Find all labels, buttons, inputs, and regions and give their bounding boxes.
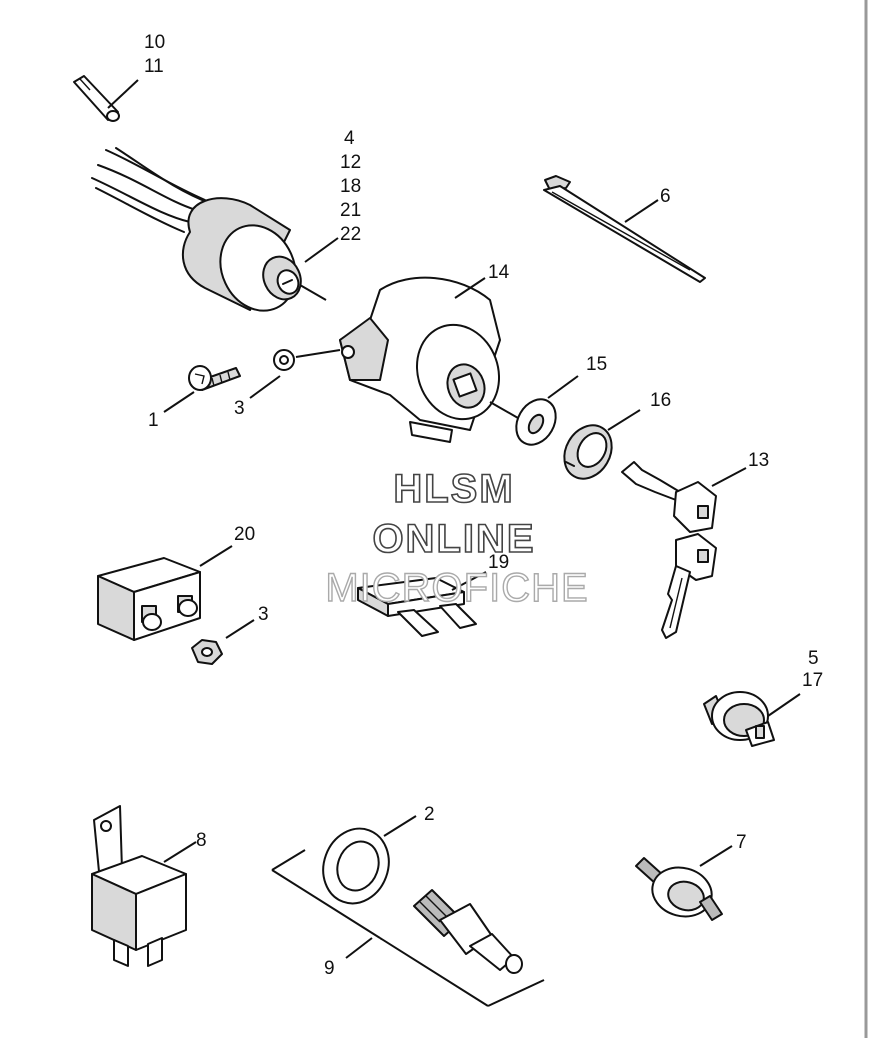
gasket-part[interactable]: [313, 819, 399, 912]
callout-11: 11: [144, 56, 164, 77]
watermark-line-2: ONLINE: [372, 517, 535, 561]
callout-2: 2: [424, 804, 435, 825]
bracket-group-9: [271, 849, 545, 1007]
callout-18: 18: [340, 176, 361, 197]
leader-16: [607, 409, 641, 431]
callout-6: 6: [660, 186, 671, 207]
leader-7: [699, 845, 733, 867]
switch-housing-part[interactable]: [339, 276, 512, 443]
leader-1: [163, 391, 195, 413]
leader-22: [304, 237, 339, 263]
leader-13: [711, 467, 747, 487]
callout-22: 22: [340, 224, 361, 245]
leader-19: [451, 571, 487, 591]
callout-20: 20: [234, 524, 255, 545]
callout-4: 4: [344, 128, 355, 149]
circuit-breaker-part[interactable]: [97, 557, 201, 641]
leader-washer-to-housing: [295, 349, 341, 358]
leader-2: [383, 815, 417, 837]
callout-7: 7: [736, 832, 747, 853]
leader-15: [547, 375, 579, 399]
callout-5: 5: [808, 648, 819, 669]
pressure-switch-part[interactable]: [703, 691, 775, 747]
callout-17: 17: [802, 670, 823, 691]
tie-strap-part[interactable]: [543, 175, 706, 283]
callout-12: 12: [340, 152, 361, 173]
callout-9: 9: [324, 958, 335, 979]
callout-8: 8: [196, 830, 207, 851]
leader-10: [107, 79, 139, 109]
fuse-part[interactable]: [73, 75, 120, 122]
nut-part[interactable]: [191, 639, 223, 665]
plate-part[interactable]: [508, 392, 563, 452]
leader-switch-to-housing: [299, 284, 327, 301]
leader-3a: [249, 375, 281, 399]
relay-part[interactable]: [91, 805, 187, 967]
screw-part[interactable]: [188, 365, 241, 391]
leader-3b: [225, 619, 255, 639]
leader-housing-to-plate: [489, 401, 519, 419]
leader-9: [345, 937, 373, 959]
callout-1: 1: [148, 410, 159, 431]
callout-10: 10: [144, 32, 165, 53]
callout-3b: 3: [258, 604, 269, 625]
callout-13: 13: [748, 450, 769, 471]
callout-16: 16: [650, 390, 671, 411]
keys-part[interactable]: [621, 461, 717, 639]
callout-15: 15: [586, 354, 607, 375]
leader-14: [454, 277, 486, 299]
blade-fuse-part[interactable]: [357, 577, 477, 637]
ring-nut-part[interactable]: [555, 417, 621, 487]
ignition-switch-part[interactable]: [91, 147, 309, 323]
callout-3a: 3: [234, 398, 245, 419]
leader-6: [624, 199, 659, 223]
watermark-line-1: HLSM: [393, 467, 514, 511]
callout-21: 21: [340, 200, 361, 221]
temperature-sender-part[interactable]: [413, 889, 523, 974]
callout-19: 19: [488, 552, 509, 573]
leader-20: [199, 545, 233, 567]
leader-8: [163, 841, 197, 863]
callout-14: 14: [488, 262, 510, 283]
stud-switch-part[interactable]: [635, 857, 723, 923]
washer-part[interactable]: [273, 349, 295, 371]
watermark-line-3: MICROFICHE: [325, 566, 588, 610]
leader-17: [767, 693, 801, 717]
